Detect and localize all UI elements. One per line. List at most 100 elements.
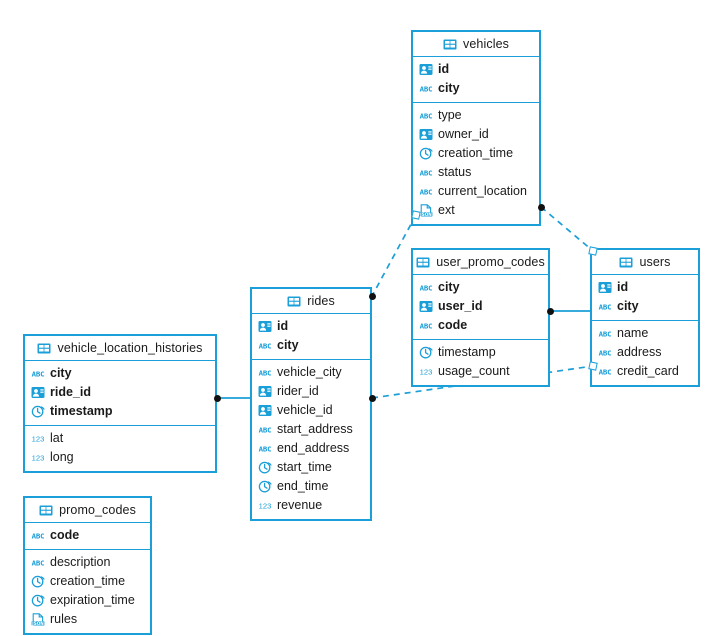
table-icon xyxy=(619,256,633,269)
field-row[interactable]: ABC start_address xyxy=(252,420,370,439)
abc-icon: ABC xyxy=(258,366,272,379)
field-name: code xyxy=(50,528,80,542)
clock-icon xyxy=(31,575,45,588)
clock-icon xyxy=(419,147,433,160)
field-name: status xyxy=(438,165,472,179)
entity-header[interactable]: vehicle_location_histories xyxy=(25,336,215,361)
field-row[interactable]: timestamp xyxy=(413,343,548,362)
field-row[interactable]: vehicle_id xyxy=(252,401,370,420)
primary-key-section: ABC code xyxy=(25,523,150,550)
field-name: id xyxy=(617,280,629,294)
field-row[interactable]: creation_time xyxy=(413,144,539,163)
relationship-endpoint-dot xyxy=(368,292,376,300)
id-card-icon xyxy=(258,320,272,333)
field-name: current_location xyxy=(438,184,527,198)
entity-title: vehicles xyxy=(463,37,509,51)
field-row[interactable]: id xyxy=(592,278,698,297)
field-name: vehicle_id xyxy=(277,403,333,417)
field-name: type xyxy=(438,108,462,122)
field-name: start_time xyxy=(277,460,332,474)
field-name: creation_time xyxy=(438,146,514,160)
field-row[interactable]: ABC status xyxy=(413,163,539,182)
field-name: end_time xyxy=(277,479,329,493)
field-name: city xyxy=(50,366,72,380)
svg-text:123: 123 xyxy=(420,367,433,376)
abc-icon: ABC xyxy=(419,109,433,122)
id-card-icon xyxy=(598,281,612,294)
entity-header[interactable]: user_promo_codes xyxy=(413,250,548,275)
field-name: ext xyxy=(438,203,455,217)
relationship-endpoint-dot xyxy=(213,394,221,402)
entity-header[interactable]: promo_codes xyxy=(25,498,150,523)
field-name: end_address xyxy=(277,441,350,455)
field-name: city xyxy=(277,338,299,352)
entity-header[interactable]: vehicles xyxy=(413,32,539,57)
field-row[interactable]: timestamp xyxy=(25,402,215,421)
entity-header[interactable]: rides xyxy=(252,289,370,314)
abc-icon: ABC xyxy=(419,281,433,294)
id-card-icon xyxy=(419,300,433,313)
relationship-endpoint-square xyxy=(411,210,421,220)
field-row[interactable]: ride_id xyxy=(25,383,215,402)
field-row[interactable]: id xyxy=(413,60,539,79)
field-row[interactable]: user_id xyxy=(413,297,548,316)
svg-text:ABC: ABC xyxy=(420,169,433,178)
id-card-icon xyxy=(419,63,433,76)
field-row[interactable]: ABC code xyxy=(25,526,150,545)
entity-header[interactable]: users xyxy=(592,250,698,275)
field-row[interactable]: id xyxy=(252,317,370,336)
abc-icon: ABC xyxy=(258,423,272,436)
field-row[interactable]: expiration_time xyxy=(25,591,150,610)
abc-icon: ABC xyxy=(258,442,272,455)
field-row[interactable]: ABC type xyxy=(413,106,539,125)
svg-text:ABC: ABC xyxy=(420,322,433,331)
field-name: name xyxy=(617,326,649,340)
field-row[interactable]: rider_id xyxy=(252,382,370,401)
svg-text:ABC: ABC xyxy=(420,284,433,293)
field-row[interactable]: owner_id xyxy=(413,125,539,144)
relationship-line-vehicles-user_promo_codes[interactable] xyxy=(371,214,417,297)
field-row[interactable]: start_time xyxy=(252,458,370,477)
field-row[interactable]: ABC end_address xyxy=(252,439,370,458)
field-name: rider_id xyxy=(277,384,319,398)
svg-text:ABC: ABC xyxy=(259,369,272,378)
svg-text:ABC: ABC xyxy=(32,532,45,541)
relationship-line-vehicles-users[interactable] xyxy=(540,206,594,252)
field-row[interactable]: end_time xyxy=(252,477,370,496)
field-name: expiration_time xyxy=(50,593,135,607)
json-icon: JSON xyxy=(31,613,45,626)
field-name: start_address xyxy=(277,422,353,436)
field-row[interactable]: creation_time xyxy=(25,572,150,591)
